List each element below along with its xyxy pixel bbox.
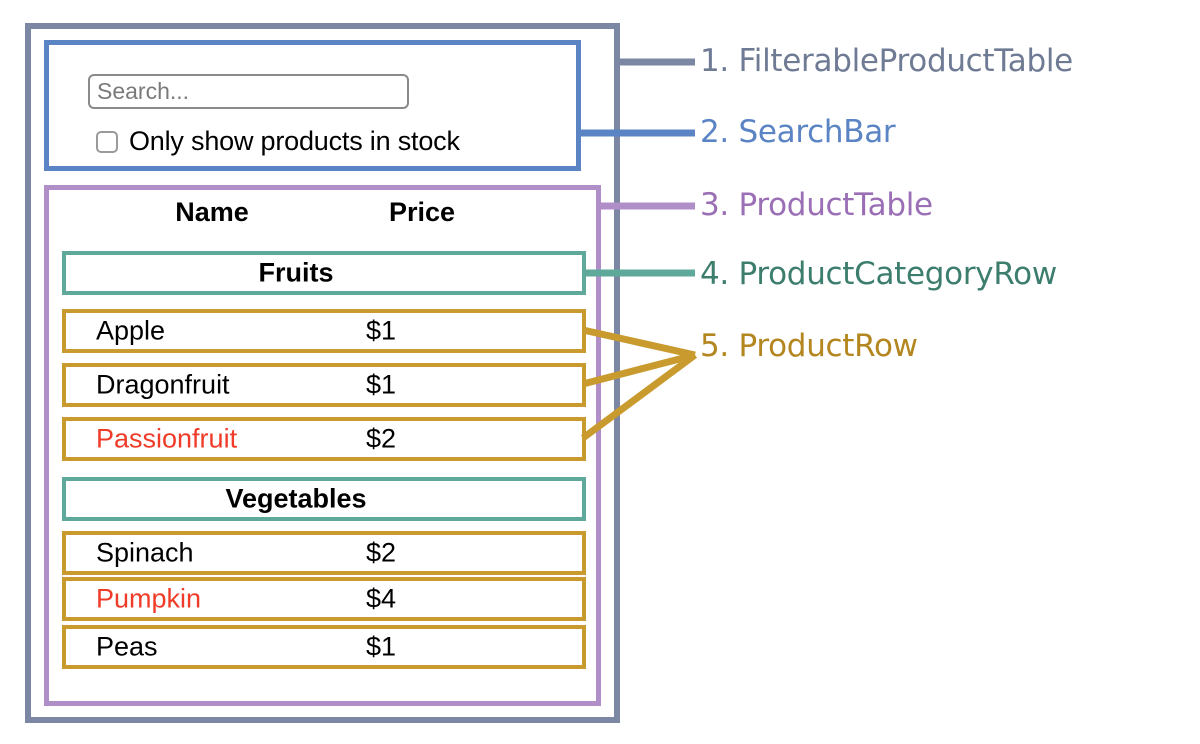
- product-row: Spinach $2: [62, 531, 586, 575]
- product-row: Peas $1: [62, 625, 586, 669]
- product-name: Passionfruit: [96, 423, 238, 454]
- product-name: Apple: [96, 315, 166, 346]
- column-header-name: Name: [175, 197, 249, 227]
- product-row: Passionfruit $2: [62, 417, 586, 461]
- annotation-label-2: 2. SearchBar: [700, 114, 896, 150]
- product-table-frame: [44, 185, 601, 706]
- only-in-stock-label: Only show products in stock: [129, 126, 460, 156]
- annotation-label-4: 4. ProductCategoryRow: [700, 256, 1057, 292]
- category-label: Fruits: [258, 257, 334, 288]
- annotation-label-1: 1. FilterableProductTable: [700, 43, 1073, 79]
- product-name: Pumpkin: [96, 583, 202, 614]
- product-row: Dragonfruit $1: [62, 363, 586, 407]
- category-label: Vegetables: [225, 483, 367, 514]
- column-header-price: Price: [388, 197, 456, 227]
- search-input[interactable]: [88, 74, 409, 109]
- product-name: Dragonfruit: [96, 369, 230, 400]
- product-category-row: Fruits: [62, 251, 586, 295]
- product-name: Spinach: [96, 537, 194, 568]
- product-price: $4: [366, 583, 397, 614]
- annotation-label-5: 5. ProductRow: [700, 328, 918, 364]
- annotation-label-3: 3. ProductTable: [700, 187, 933, 223]
- product-price: $1: [366, 631, 397, 662]
- product-price: $1: [366, 315, 397, 346]
- stock-filter-row[interactable]: Only show products in stock: [96, 126, 460, 157]
- product-price: $2: [366, 423, 397, 454]
- product-row: Apple $1: [62, 309, 586, 353]
- product-name: Peas: [96, 631, 158, 662]
- only-in-stock-checkbox[interactable]: [96, 130, 118, 153]
- product-price: $2: [366, 537, 397, 568]
- product-row: Pumpkin $4: [62, 577, 586, 621]
- search-bar-frame: [44, 40, 581, 171]
- product-price: $1: [366, 369, 397, 400]
- product-table-header: Name Price: [62, 195, 586, 237]
- product-category-row: Vegetables: [62, 477, 586, 521]
